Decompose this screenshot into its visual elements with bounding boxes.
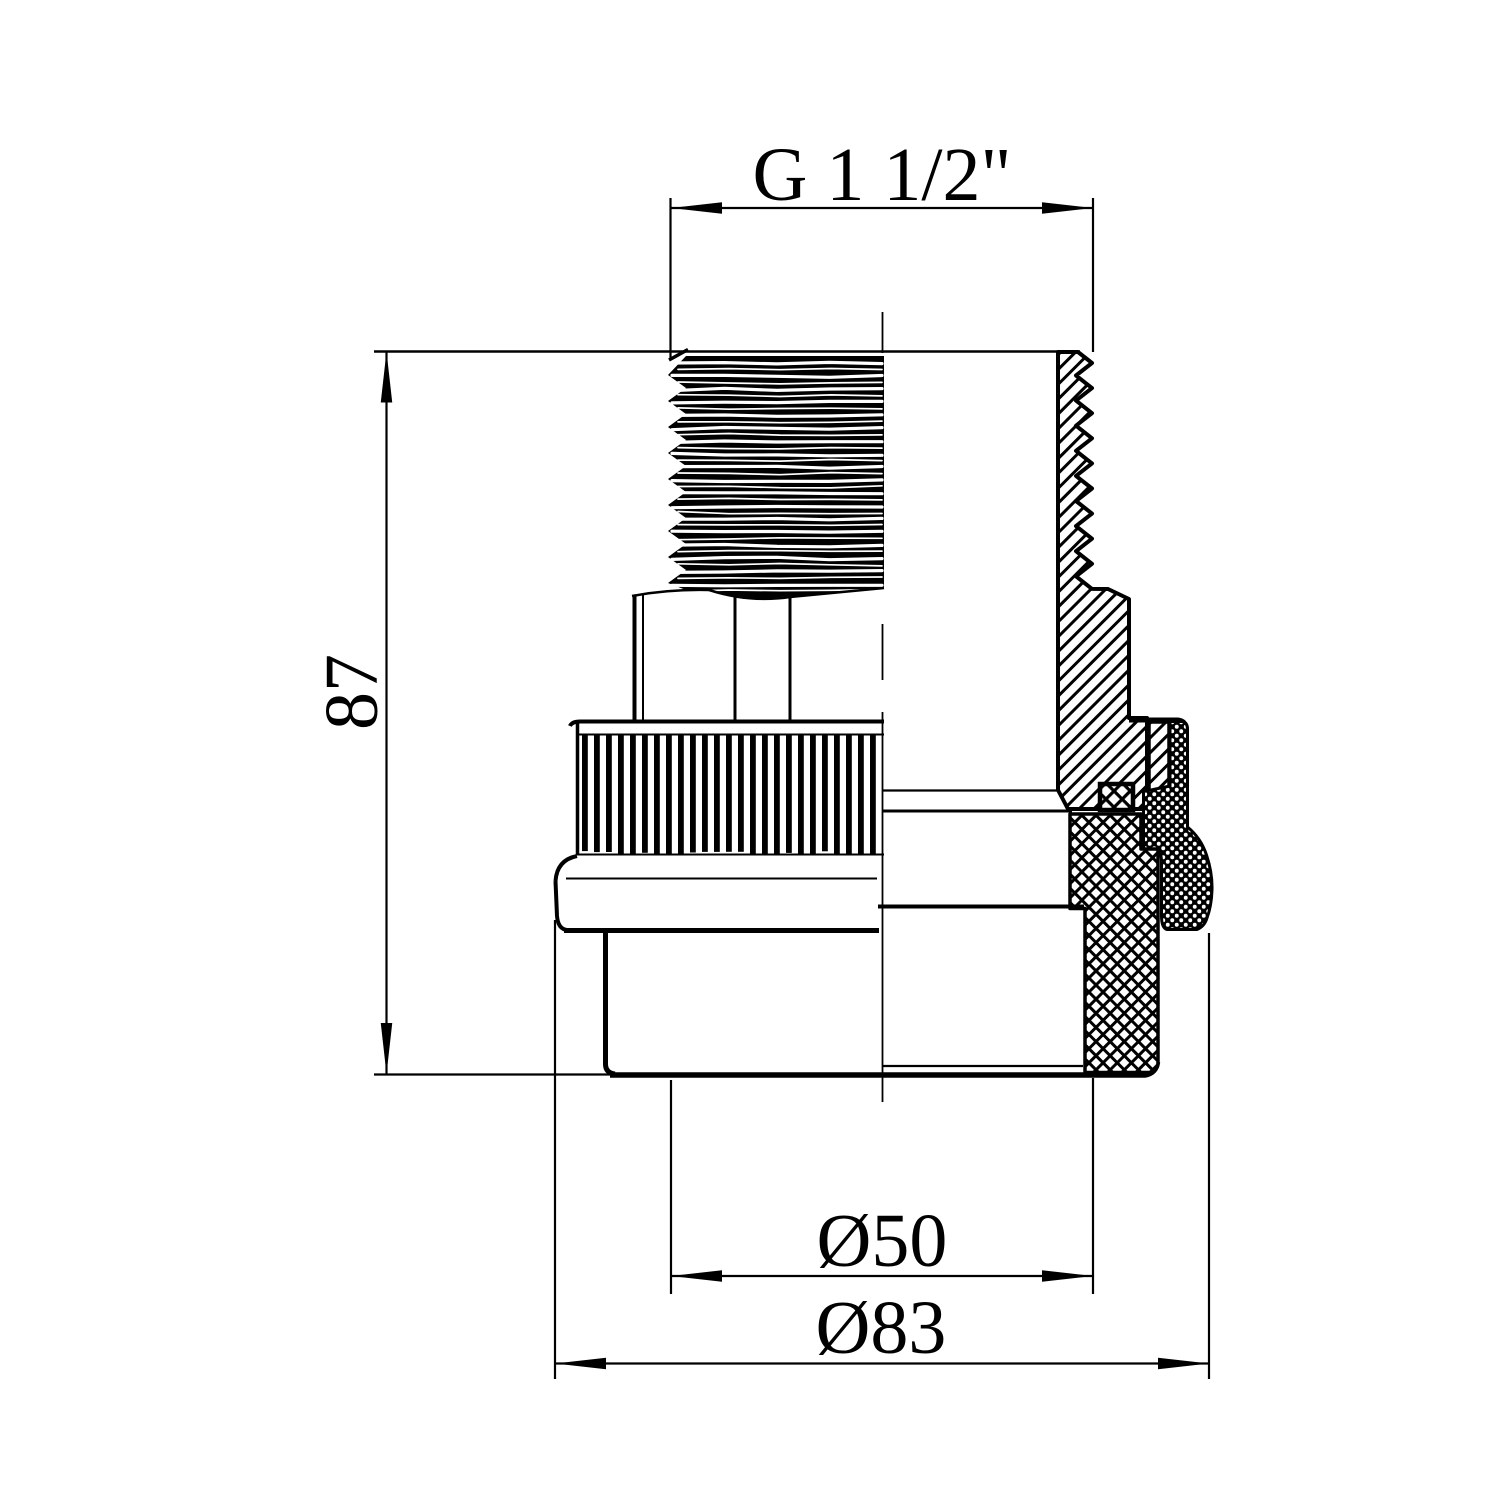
svg-text:Ø83: Ø83: [816, 1286, 947, 1370]
svg-text:G 1 1/2": G 1 1/2": [752, 133, 1011, 217]
svg-text:87: 87: [310, 654, 394, 730]
svg-text:Ø50: Ø50: [817, 1199, 948, 1283]
